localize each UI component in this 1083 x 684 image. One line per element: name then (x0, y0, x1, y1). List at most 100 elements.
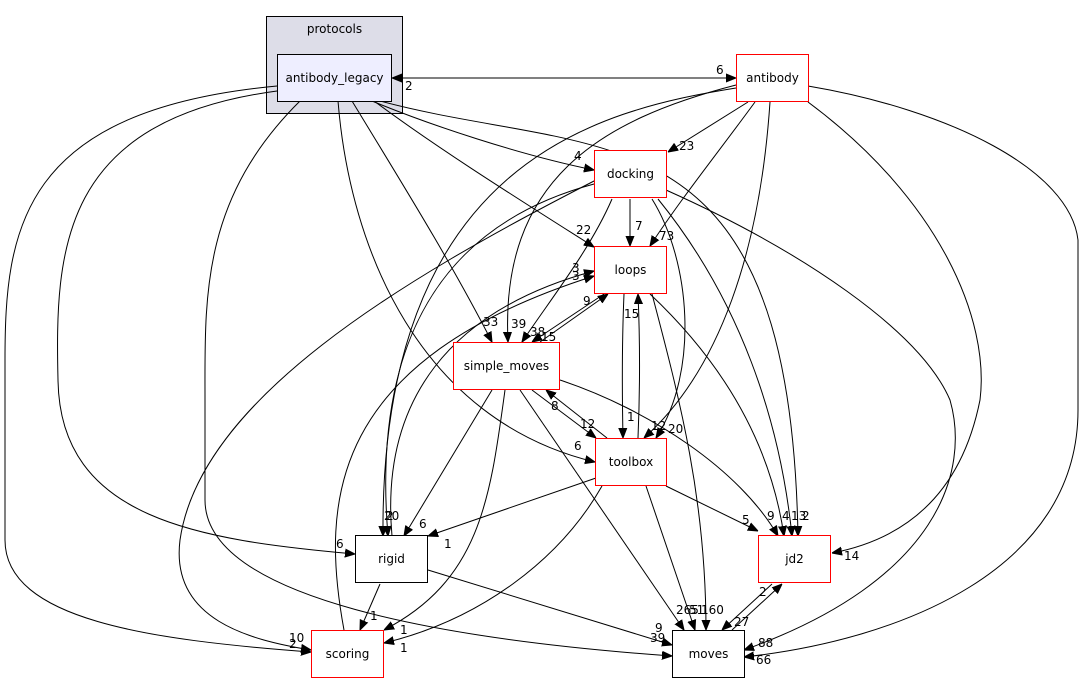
edge-simple_moves-jd2[interactable] (559, 379, 778, 536)
edge-toolbox-moves[interactable] (645, 485, 695, 630)
edge-antibody_legacy-docking[interactable] (371, 100, 594, 170)
edge-label: 51 (689, 603, 704, 617)
node-moves[interactable]: moves (672, 630, 745, 678)
edge-label: 3 (572, 261, 580, 275)
node-label: toolbox (609, 455, 653, 469)
edge-antibody_legacy-rigid[interactable] (57, 90, 355, 554)
edge-antibody-rigid[interactable] (383, 87, 737, 536)
edge-toolbox-simple_moves[interactable] (546, 390, 608, 439)
edge-toolbox-scoring[interactable] (384, 485, 603, 643)
node-label: jd2 (784, 552, 804, 566)
edge-antibody-docking[interactable] (668, 101, 749, 152)
edge-toolbox-rigid[interactable] (428, 477, 597, 536)
edge-label: 2 (289, 637, 297, 651)
edge-label: 22 (576, 223, 591, 237)
edge-label: 6 (336, 537, 344, 551)
edge-label: 1 (444, 537, 452, 551)
node-label: rigid (378, 552, 405, 566)
node-simple_moves[interactable]: simple_moves (453, 342, 560, 390)
edge-label: 9 (583, 294, 591, 308)
edge-docking-jd2[interactable] (657, 198, 792, 536)
edge-label: 8 (551, 399, 559, 413)
edge-antibody-loops[interactable] (650, 101, 756, 246)
edge-scoring-loops[interactable] (334, 276, 594, 631)
node-rigid[interactable]: rigid (355, 535, 428, 583)
node-label: loops (615, 263, 647, 277)
node-toolbox[interactable]: toolbox (595, 438, 667, 486)
edge-label: 4 (782, 509, 790, 523)
edge-label: 4 (574, 149, 582, 163)
edge-rigid-scoring[interactable] (360, 583, 381, 630)
edge-antibody-jd2[interactable] (807, 101, 982, 553)
edge-toolbox-jd2[interactable] (665, 485, 758, 531)
edge-label: 2 (386, 509, 394, 523)
node-label: docking (607, 167, 654, 181)
edge-label: 2 (802, 509, 810, 523)
node-loops[interactable]: loops (594, 246, 667, 294)
edge-antibody-simple_moves[interactable] (508, 84, 737, 342)
edge-docking-toolbox[interactable] (651, 198, 686, 438)
node-label: scoring (326, 647, 370, 661)
node-antibody[interactable]: antibody (736, 54, 809, 102)
edge-docking-moves[interactable] (665, 189, 956, 650)
edge-antibody_legacy-toolbox[interactable] (337, 100, 595, 462)
edge-simple_moves-loops[interactable] (539, 294, 608, 343)
cluster-label: protocols (307, 22, 362, 36)
edge-label: 73 (659, 229, 674, 243)
edge-label: 1 (370, 609, 378, 623)
node-scoring[interactable]: scoring (311, 630, 384, 678)
edge-label: 12 (580, 417, 595, 431)
edge-label: 20 (384, 509, 399, 523)
edge-antibody_legacy-loops[interactable] (373, 100, 594, 247)
edge-docking-simple_moves[interactable] (522, 198, 613, 342)
edge-loops-simple_moves[interactable] (532, 293, 605, 342)
node-label: moves (689, 647, 729, 661)
edge-label: 20 (668, 422, 683, 436)
edge-label: 1 (400, 623, 408, 637)
edge-label: 9 (655, 621, 663, 635)
edge-simple_moves-scoring[interactable] (384, 389, 506, 630)
edge-toolbox-loops[interactable] (638, 294, 640, 439)
edge-rigid-loops[interactable] (390, 271, 594, 537)
edge-moves-jd2[interactable] (731, 584, 782, 631)
edge-loops-moves[interactable] (651, 293, 706, 630)
edge-label: 10 (289, 631, 304, 645)
edge-simple_moves-moves[interactable] (519, 389, 684, 630)
edge-docking-scoring[interactable] (178, 179, 597, 650)
node-label: simple_moves (464, 359, 549, 373)
edge-label: 5 (742, 513, 750, 527)
edge-antibody_legacy-jd2[interactable] (379, 100, 798, 536)
node-jd2[interactable]: jd2 (758, 535, 831, 583)
edge-label: 23 (679, 139, 694, 153)
edge-label: 13 (791, 509, 806, 523)
edge-antibody_legacy-scoring[interactable] (4, 85, 311, 652)
nodes-layer: antibody_legacy antibody docking loops s… (277, 54, 831, 678)
edge-label: 1 (400, 641, 408, 655)
node-label: antibody_legacy (285, 71, 383, 85)
edge-label: 39 (511, 317, 526, 331)
edge-antibody-moves[interactable] (744, 85, 1079, 657)
edge-antibody_legacy-moves[interactable] (204, 100, 672, 656)
edge-simple_moves-toolbox[interactable] (531, 389, 596, 438)
edge-label: 6 (419, 517, 427, 531)
edge-antibody_legacy-simple_moves[interactable] (351, 100, 492, 342)
edge-label: 66 (756, 653, 771, 667)
edge-label: 7 (635, 219, 643, 233)
edge-rigid-moves[interactable] (427, 569, 672, 645)
edge-label: 265 (676, 603, 699, 617)
edge-simple_moves-rigid[interactable] (404, 389, 493, 536)
edge-loops-toolbox[interactable] (622, 293, 624, 438)
edge-jd2-moves[interactable] (722, 583, 773, 630)
node-antibody_legacy[interactable]: antibody_legacy (277, 54, 392, 102)
edge-label: 14 (844, 549, 859, 563)
edge-label: 15 (541, 330, 556, 344)
edge-antibody-toolbox[interactable] (644, 101, 771, 438)
edge-label: 6 (574, 439, 582, 453)
node-docking[interactable]: docking (594, 150, 667, 198)
edge-label: 15 (624, 307, 639, 321)
edge-label: 2 (405, 79, 413, 93)
edges-layer: 6 2 4 23 22 7 73 3 3 9 15 33 39 38 (4, 63, 1079, 667)
edge-label: 39 (650, 631, 665, 645)
edge-loops-jd2[interactable] (649, 293, 784, 536)
